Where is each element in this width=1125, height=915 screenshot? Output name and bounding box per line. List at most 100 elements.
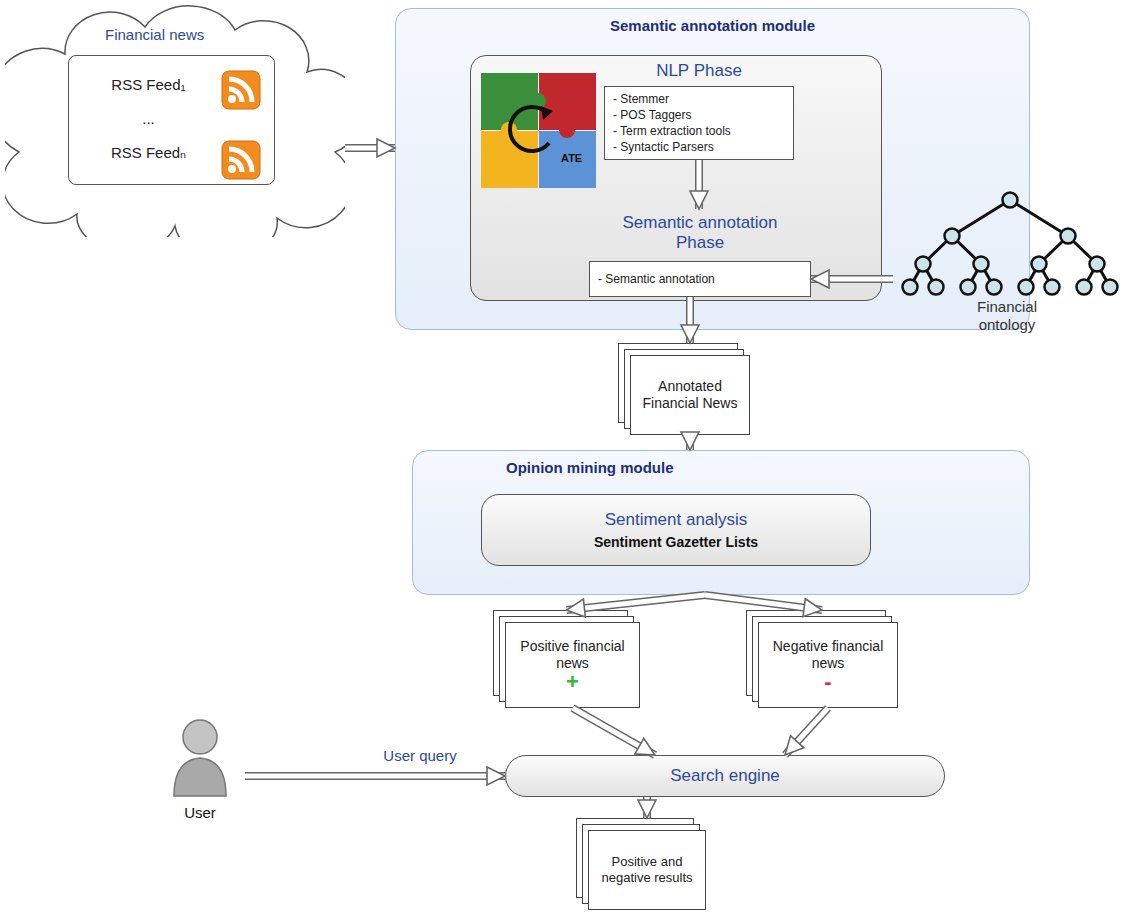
arrow-outline: [573, 708, 656, 755]
document-title: Positive and negative results: [595, 854, 699, 886]
puzzle-piece: [539, 73, 596, 130]
phase-box: NLP Phase - Stemmer- POS Taggers- Term ex…: [604, 61, 794, 160]
hollow-arrow: [785, 708, 828, 755]
hollow-arrow: [699, 160, 700, 209]
inner-box: - Semantic annotation: [589, 261, 811, 297]
rss-ground: [222, 71, 260, 109]
hollow-arrow: [690, 297, 691, 343]
arrow-outline: [686, 297, 694, 343]
ellipsis: ...: [85, 102, 212, 136]
rss-wave: [229, 79, 252, 102]
document-stack: Negative financial news-: [758, 622, 898, 708]
process-box: Sentiment analysisSentiment Gazetter Lis…: [481, 494, 871, 566]
arrow-shaft: [688, 435, 693, 450]
arrow-shaft: [811, 277, 893, 282]
document-stack: Annotated Financial News: [630, 355, 750, 435]
inner-box: - Stemmer- POS Taggers- Term extraction …: [604, 86, 794, 160]
process-detail: Sentiment Gazetter Lists: [594, 532, 758, 552]
tree-node: [1077, 280, 1092, 295]
tree-node: [1090, 257, 1105, 272]
phase-title: Semantic annotation Phase: [589, 213, 811, 253]
search-pill: Search engine: [505, 755, 945, 797]
tree-node: [1019, 280, 1034, 295]
ontology-tree: [893, 188, 1121, 296]
logo-text: ATE: [561, 152, 582, 164]
arrow-shaft: [785, 708, 828, 755]
task-item: - Semantic annotation: [598, 272, 802, 286]
tree-branch: [1010, 200, 1068, 236]
tree-node: [974, 257, 989, 272]
arrow-shaft: [567, 595, 706, 610]
tree-node: [961, 280, 976, 295]
arrow-outline: [686, 435, 694, 450]
feed-name: RSS Feed₁: [85, 68, 212, 102]
process-title: Search engine: [670, 766, 780, 786]
edge-label: User query: [380, 747, 459, 764]
hollow-arrow: [690, 435, 691, 450]
ontology-node: Financial ontology: [893, 188, 1121, 334]
actor-node: User: [155, 716, 245, 821]
rss-wave: [229, 89, 242, 102]
gate-logo: [481, 73, 596, 188]
rss-dot: [228, 165, 236, 173]
arrow-outline: [785, 708, 828, 755]
module-title: Semantic annotation module: [396, 17, 1029, 34]
hollow-arrow: [567, 595, 706, 610]
tree-node: [1061, 229, 1076, 244]
ontology-label: Financial ontology: [893, 296, 1121, 334]
tree-node: [987, 280, 1002, 295]
polarity-sign: -: [824, 672, 831, 692]
module-title: Opinion mining module: [506, 459, 1029, 476]
tree-node: [945, 229, 960, 244]
tool-item: - POS Taggers: [613, 107, 785, 123]
rss-icon: [221, 140, 261, 180]
tool-item: - Stemmer: [613, 91, 785, 107]
arrow-shaft: [345, 146, 395, 151]
tree-node: [1103, 280, 1118, 295]
tool-item: - Term extraction tools: [613, 123, 785, 139]
tree-node: [916, 257, 931, 272]
source-title: Financial news: [105, 26, 345, 43]
arrow-shaft: [645, 797, 650, 818]
arrow-shaft: [705, 595, 822, 610]
arrow-outline: [643, 797, 651, 818]
tree-node: [1003, 193, 1018, 208]
cloud-outline: [5, 6, 345, 237]
document-title: Annotated Financial News: [637, 378, 743, 412]
cycle-arrow-head: [541, 106, 553, 120]
arrow-outline: [695, 160, 703, 209]
arrow-outline: [811, 275, 893, 283]
tree-node: [903, 280, 918, 295]
document-title: Negative financial news: [765, 638, 891, 672]
arrow-shaft: [245, 774, 505, 779]
hollow-arrow: [345, 148, 395, 149]
rss-icon: [221, 70, 261, 110]
hollow-arrow: [573, 708, 656, 755]
document-stack: Positive financial news+: [505, 622, 640, 708]
hollow-arrow: [705, 595, 822, 610]
rss-dot: [228, 95, 236, 103]
rss-wave: [229, 149, 252, 172]
cloud-node: Financial newsRSS Feed₁...RSS Feedₙ: [5, 2, 345, 237]
puzzle-knob: [559, 122, 575, 138]
puzzle-piece: [481, 131, 538, 188]
tree-node: [1045, 280, 1060, 295]
tree-branch: [952, 200, 1010, 236]
arrow-outline: [567, 595, 706, 610]
actor-label: User: [155, 798, 245, 821]
phase-title: NLP Phase: [604, 61, 794, 81]
arrow-outline: [705, 595, 822, 610]
arrow-shaft: [688, 297, 693, 343]
hollow-arrow: [245, 776, 505, 777]
tool-item: - Syntactic Parsers: [613, 139, 785, 155]
user-head: [183, 720, 217, 754]
rss-wave: [229, 159, 242, 172]
feed-name: RSS Feedₙ: [85, 136, 212, 170]
arrow-outline: [245, 772, 505, 780]
puzzle-piece: [539, 131, 596, 188]
user-icon: [170, 716, 230, 798]
tree-node: [929, 280, 944, 295]
document-title: Positive financial news: [512, 638, 633, 672]
